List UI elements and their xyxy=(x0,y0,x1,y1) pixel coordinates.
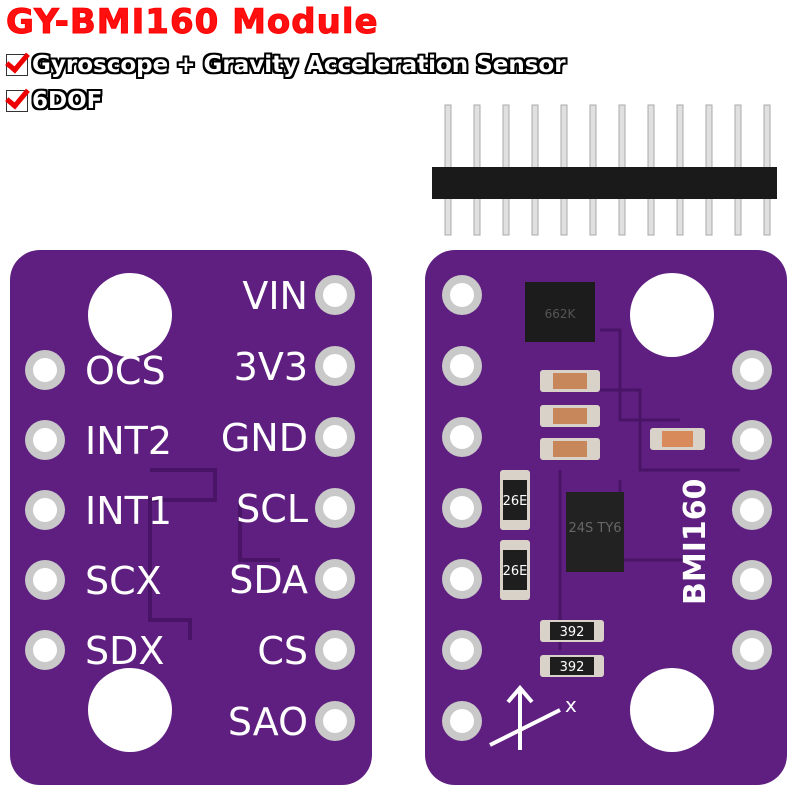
resistor-code: 392 xyxy=(560,625,585,640)
feature-item: Gyroscope + Gravity Acceleration Sensor xyxy=(6,52,566,78)
bmi160-chip xyxy=(566,492,624,572)
regulator-chip xyxy=(525,282,595,342)
feature-text: 6DOF xyxy=(32,88,103,114)
svg-text:662K: 662K xyxy=(545,307,577,321)
mounting-hole xyxy=(88,668,172,752)
feature-item: 6DOF xyxy=(6,88,102,114)
product-title: GY-BMI160 Module xyxy=(6,2,379,43)
pin-label: INT1 xyxy=(85,489,172,533)
svg-text:24S TY6: 24S TY6 xyxy=(568,521,621,536)
pin-label: SCL xyxy=(236,487,308,531)
pin-label: SDX xyxy=(85,629,164,673)
feature-text: Gyroscope + Gravity Acceleration Sensor xyxy=(32,52,566,78)
pin-label: INT2 xyxy=(85,419,172,463)
checkbox-icon xyxy=(6,90,28,112)
mounting-hole xyxy=(88,273,172,357)
pin-label: SDA xyxy=(229,558,308,602)
resistor-code: 26E xyxy=(503,494,528,509)
chip-label: BMI160 xyxy=(678,478,713,605)
header-plastic xyxy=(432,167,777,199)
pin-label: GND xyxy=(221,416,308,460)
pin-label: 3V3 xyxy=(234,345,308,389)
resistor-code: 392 xyxy=(560,660,585,675)
pin-label: SAO xyxy=(228,700,308,744)
pin-label: CS xyxy=(257,629,308,673)
pin-label: VIN xyxy=(242,274,308,318)
mounting-hole xyxy=(630,668,714,752)
pin-label: OCS xyxy=(85,349,166,393)
board-front xyxy=(10,250,372,785)
pin-label: SCX xyxy=(85,559,162,603)
pin-header xyxy=(432,104,777,236)
resistor-code: 26E xyxy=(503,564,528,579)
axes-icon xyxy=(489,684,561,750)
svg-text:x: x xyxy=(565,693,577,717)
mounting-hole xyxy=(630,273,714,357)
checkbox-icon xyxy=(6,54,28,76)
